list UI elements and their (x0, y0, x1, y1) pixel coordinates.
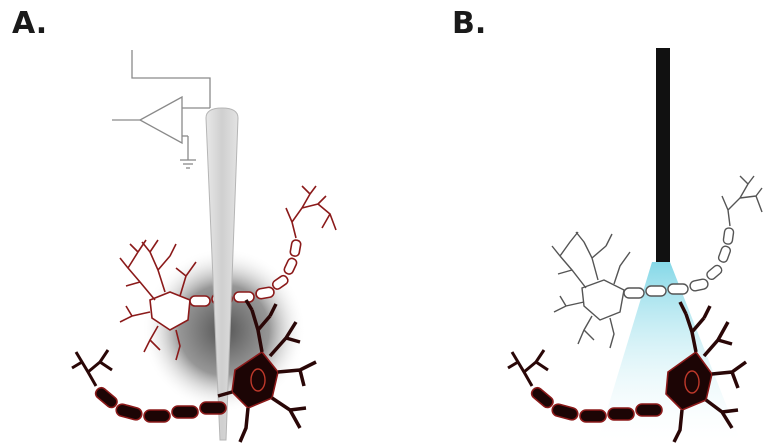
feedback-wire (132, 50, 210, 108)
white-axon-terminals-b (722, 176, 762, 226)
dark-axon-terminals (72, 350, 112, 386)
optical-fiber (656, 48, 670, 262)
white-soma-b (582, 280, 624, 320)
panel-b (508, 48, 762, 442)
amplifier-circuit (112, 50, 210, 168)
white-axon-terminals (286, 186, 336, 238)
white-axon-b (624, 228, 734, 298)
dark-axon-terminals-b (508, 350, 548, 386)
amplifier-triangle (140, 97, 182, 143)
panel-a (72, 50, 336, 442)
ground-icon (180, 160, 196, 168)
